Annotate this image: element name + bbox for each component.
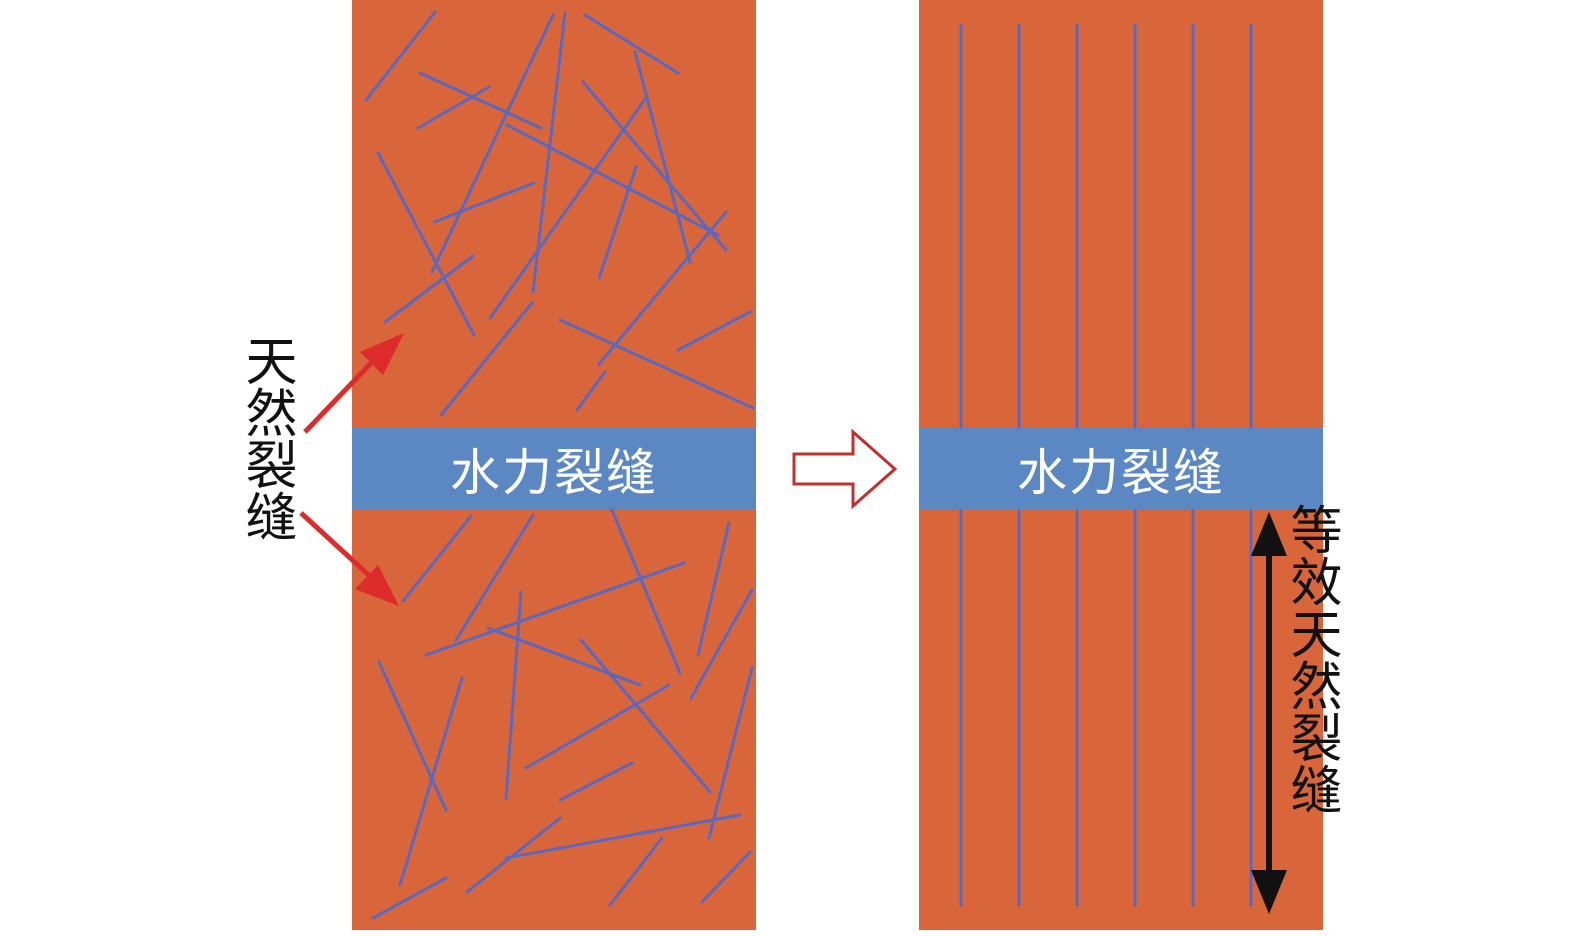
red-arrow-icon [299,333,404,606]
natural-fracture [610,508,682,675]
equivalent-fractures [959,23,1253,907]
natural-fracture [432,181,536,224]
natural-fracture [418,71,543,130]
natural-fracture [504,590,523,800]
natural-fracture [700,850,752,904]
natural-fracture [558,318,755,410]
span-arrow-head-bottom [1251,870,1287,914]
red-arrow-shaft-up [303,356,378,434]
natural-fracture [376,151,476,337]
natural-fracture [383,254,475,324]
red-arrow-head-down [355,565,399,606]
natural-fracture [504,813,742,860]
natural-fracture [424,561,686,657]
natural-fracture [524,683,671,770]
natural-fracture [696,521,731,657]
natural-fracture [575,370,607,412]
natural-fracture [676,310,752,352]
natural-fracture [488,96,648,320]
natural-fracture [597,210,728,366]
natural-fracture [689,588,754,700]
span-arrow-head-top [1251,512,1287,556]
natural-fracture [371,876,448,920]
natural-fracture [633,50,692,264]
natural-fracture [416,85,491,130]
double-headed-arrow-icon [1251,512,1287,914]
hydraulic-fracture-band-left: 水力裂缝 [352,428,756,509]
natural-fracture [439,301,534,417]
random-fracture-panel: 水力裂缝 [352,0,756,930]
natural-fracture [531,11,567,294]
equivalent-natural-fracture-label: 等效天然裂缝 [1281,503,1341,815]
natural-fractures-bottom [371,508,754,920]
natural-fracture [597,165,638,280]
natural-fracture [583,13,680,75]
natural-fracture-label: 天然裂缝 [236,334,296,542]
natural-fracture [581,80,728,252]
natural-fracture [454,513,535,642]
natural-fracture [558,761,634,802]
natural-fractures-top [364,10,755,417]
natural-fracture [608,836,664,907]
natural-fracture [505,123,720,237]
natural-fracture [465,816,562,894]
natural-fracture [401,514,473,603]
hydraulic-fracture-label-left: 水力裂缝 [450,443,658,502]
natural-fracture [707,666,754,840]
natural-fracture [377,660,448,812]
red-arrow-head-up [360,333,404,375]
red-arrow-shaft-down [299,511,374,580]
natural-fracture [579,638,712,794]
natural-fracture [430,13,555,274]
natural-fracture [398,676,464,887]
equivalent-fracture-panel: 水力裂缝 [919,0,1323,930]
hollow-right-arrow-icon [792,428,898,510]
natural-fracture [486,626,642,687]
hydraulic-fracture-label-right: 水力裂缝 [1017,443,1225,502]
natural-fracture [364,10,437,102]
hydraulic-fracture-band-right: 水力裂缝 [919,428,1323,509]
